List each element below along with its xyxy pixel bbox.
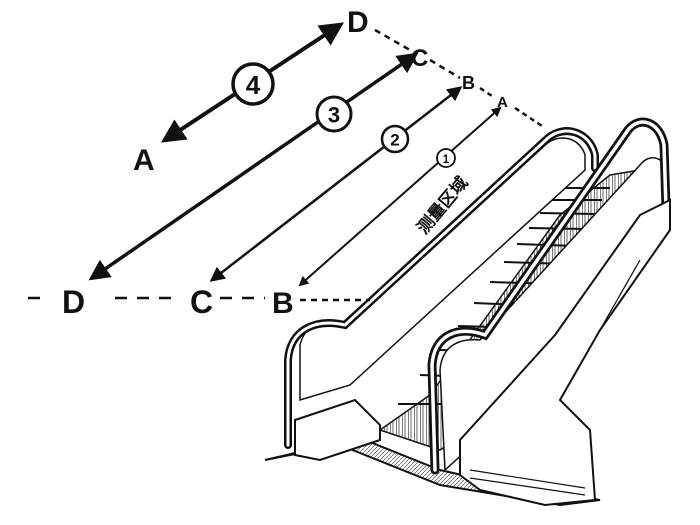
zone-1-arrow xyxy=(298,106,502,287)
zone-3-number: 3 xyxy=(328,103,340,128)
measurement-arrows xyxy=(88,22,502,287)
label-left-A: A xyxy=(133,144,155,177)
point-labels: D C B A A D C B xyxy=(62,6,508,320)
zone-4-number: 4 xyxy=(246,70,261,100)
zone-1-circle xyxy=(436,148,456,168)
label-top-B: B xyxy=(462,73,475,93)
zone-1-number: 1 xyxy=(443,152,450,166)
escalator-illustration xyxy=(264,117,671,507)
label-bottom-B: B xyxy=(272,287,294,320)
label-bottom-D: D xyxy=(62,284,85,320)
zone-2-number: 2 xyxy=(390,131,399,150)
zone-4-circle xyxy=(231,62,275,106)
reference-dashed-lines xyxy=(28,28,546,302)
label-top-C: C xyxy=(411,45,428,72)
zone-3-circle xyxy=(315,95,353,133)
zone-markers: 4 3 2 1 xyxy=(231,62,456,168)
label-top-A: A xyxy=(497,94,508,111)
zone-2-circle xyxy=(380,124,410,154)
label-top-D: D xyxy=(347,6,369,39)
label-bottom-C: C xyxy=(190,284,213,320)
